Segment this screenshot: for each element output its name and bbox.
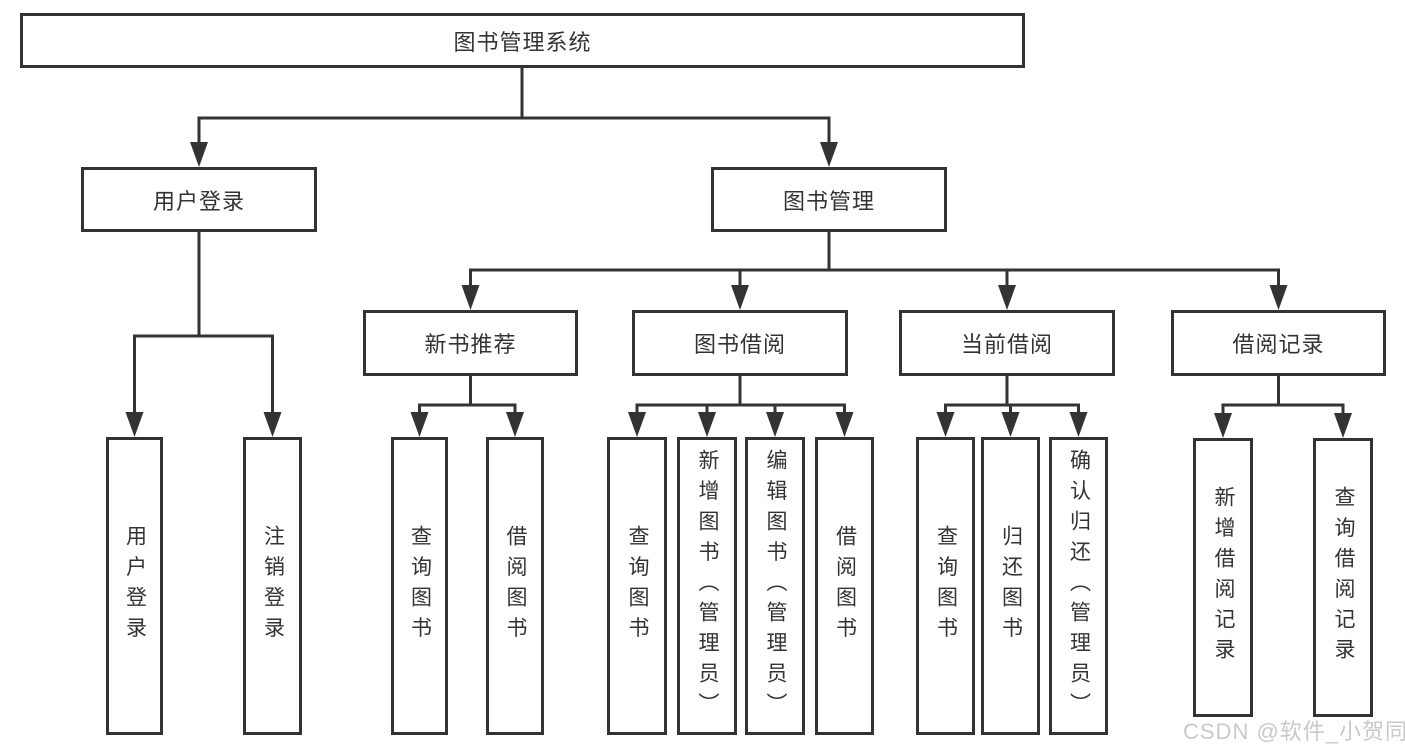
node-label: 归还图书 (999, 525, 1023, 647)
arrowhead-icons (125, 142, 1352, 438)
node-borrow-books: 借阅图书 (815, 437, 874, 735)
node-query-books-recommend: 查询图书 (391, 437, 448, 735)
node-label: 当前借阅 (960, 332, 1053, 357)
node-label: 查询图书 (934, 525, 958, 647)
node-label: 注销登录 (261, 525, 285, 647)
node-query-books-current: 查询图书 (916, 437, 975, 735)
node-new-book-recommendation: 新书推荐 (363, 310, 578, 376)
node-label: 图书借阅 (693, 332, 786, 357)
node-query-books-borrow: 查询图书 (607, 437, 667, 735)
node-label: 新书推荐 (424, 332, 517, 357)
connector-lines (133, 67, 1345, 419)
node-query-borrow-record: 查询借阅记录 (1313, 438, 1373, 717)
node-label: 借阅图书 (833, 525, 857, 647)
node-book-borrowing: 图书借阅 (632, 310, 848, 376)
node-root: 图书管理系统 (20, 13, 1025, 68)
node-label: 查询图书 (408, 525, 432, 647)
node-current-borrowing: 当前借阅 (899, 310, 1115, 376)
node-borrow-books-recommend: 借阅图书 (486, 437, 544, 735)
node-label: 新增图书（管理员） (696, 448, 719, 724)
node-return-books: 归还图书 (981, 437, 1040, 735)
node-label: 图书管理 (782, 188, 875, 214)
node-edit-books-admin: 编辑图书（管理员） (745, 437, 805, 735)
node-label: 新增借阅记录 (1212, 486, 1235, 669)
node-label: 用户登录 (123, 525, 147, 647)
node-label: 用户登录 (152, 188, 245, 214)
node-label: 查询借阅记录 (1332, 486, 1355, 669)
node-label: 编辑图书（管理员） (764, 448, 787, 724)
node-add-books-admin: 新增图书（管理员） (677, 437, 737, 735)
node-logout: 注销登录 (243, 437, 302, 735)
node-label: 查询图书 (626, 525, 649, 647)
node-user-login-leaf: 用户登录 (106, 437, 163, 735)
node-label: 借阅记录 (1232, 332, 1325, 357)
node-add-borrow-record: 新增借阅记录 (1193, 438, 1253, 717)
node-book-management: 图书管理 (711, 167, 947, 232)
node-label: 图书管理系统 (453, 29, 592, 55)
node-label: 确认归还（管理员） (1067, 448, 1091, 724)
node-user-login: 用户登录 (81, 167, 317, 232)
watermark-text: CSDN @软件_小贺同学 (1183, 719, 1405, 744)
node-label: 借阅图书 (504, 525, 527, 647)
node-confirm-return-admin: 确认归还（管理员） (1049, 437, 1108, 735)
node-borrowing-records: 借阅记录 (1171, 310, 1386, 376)
